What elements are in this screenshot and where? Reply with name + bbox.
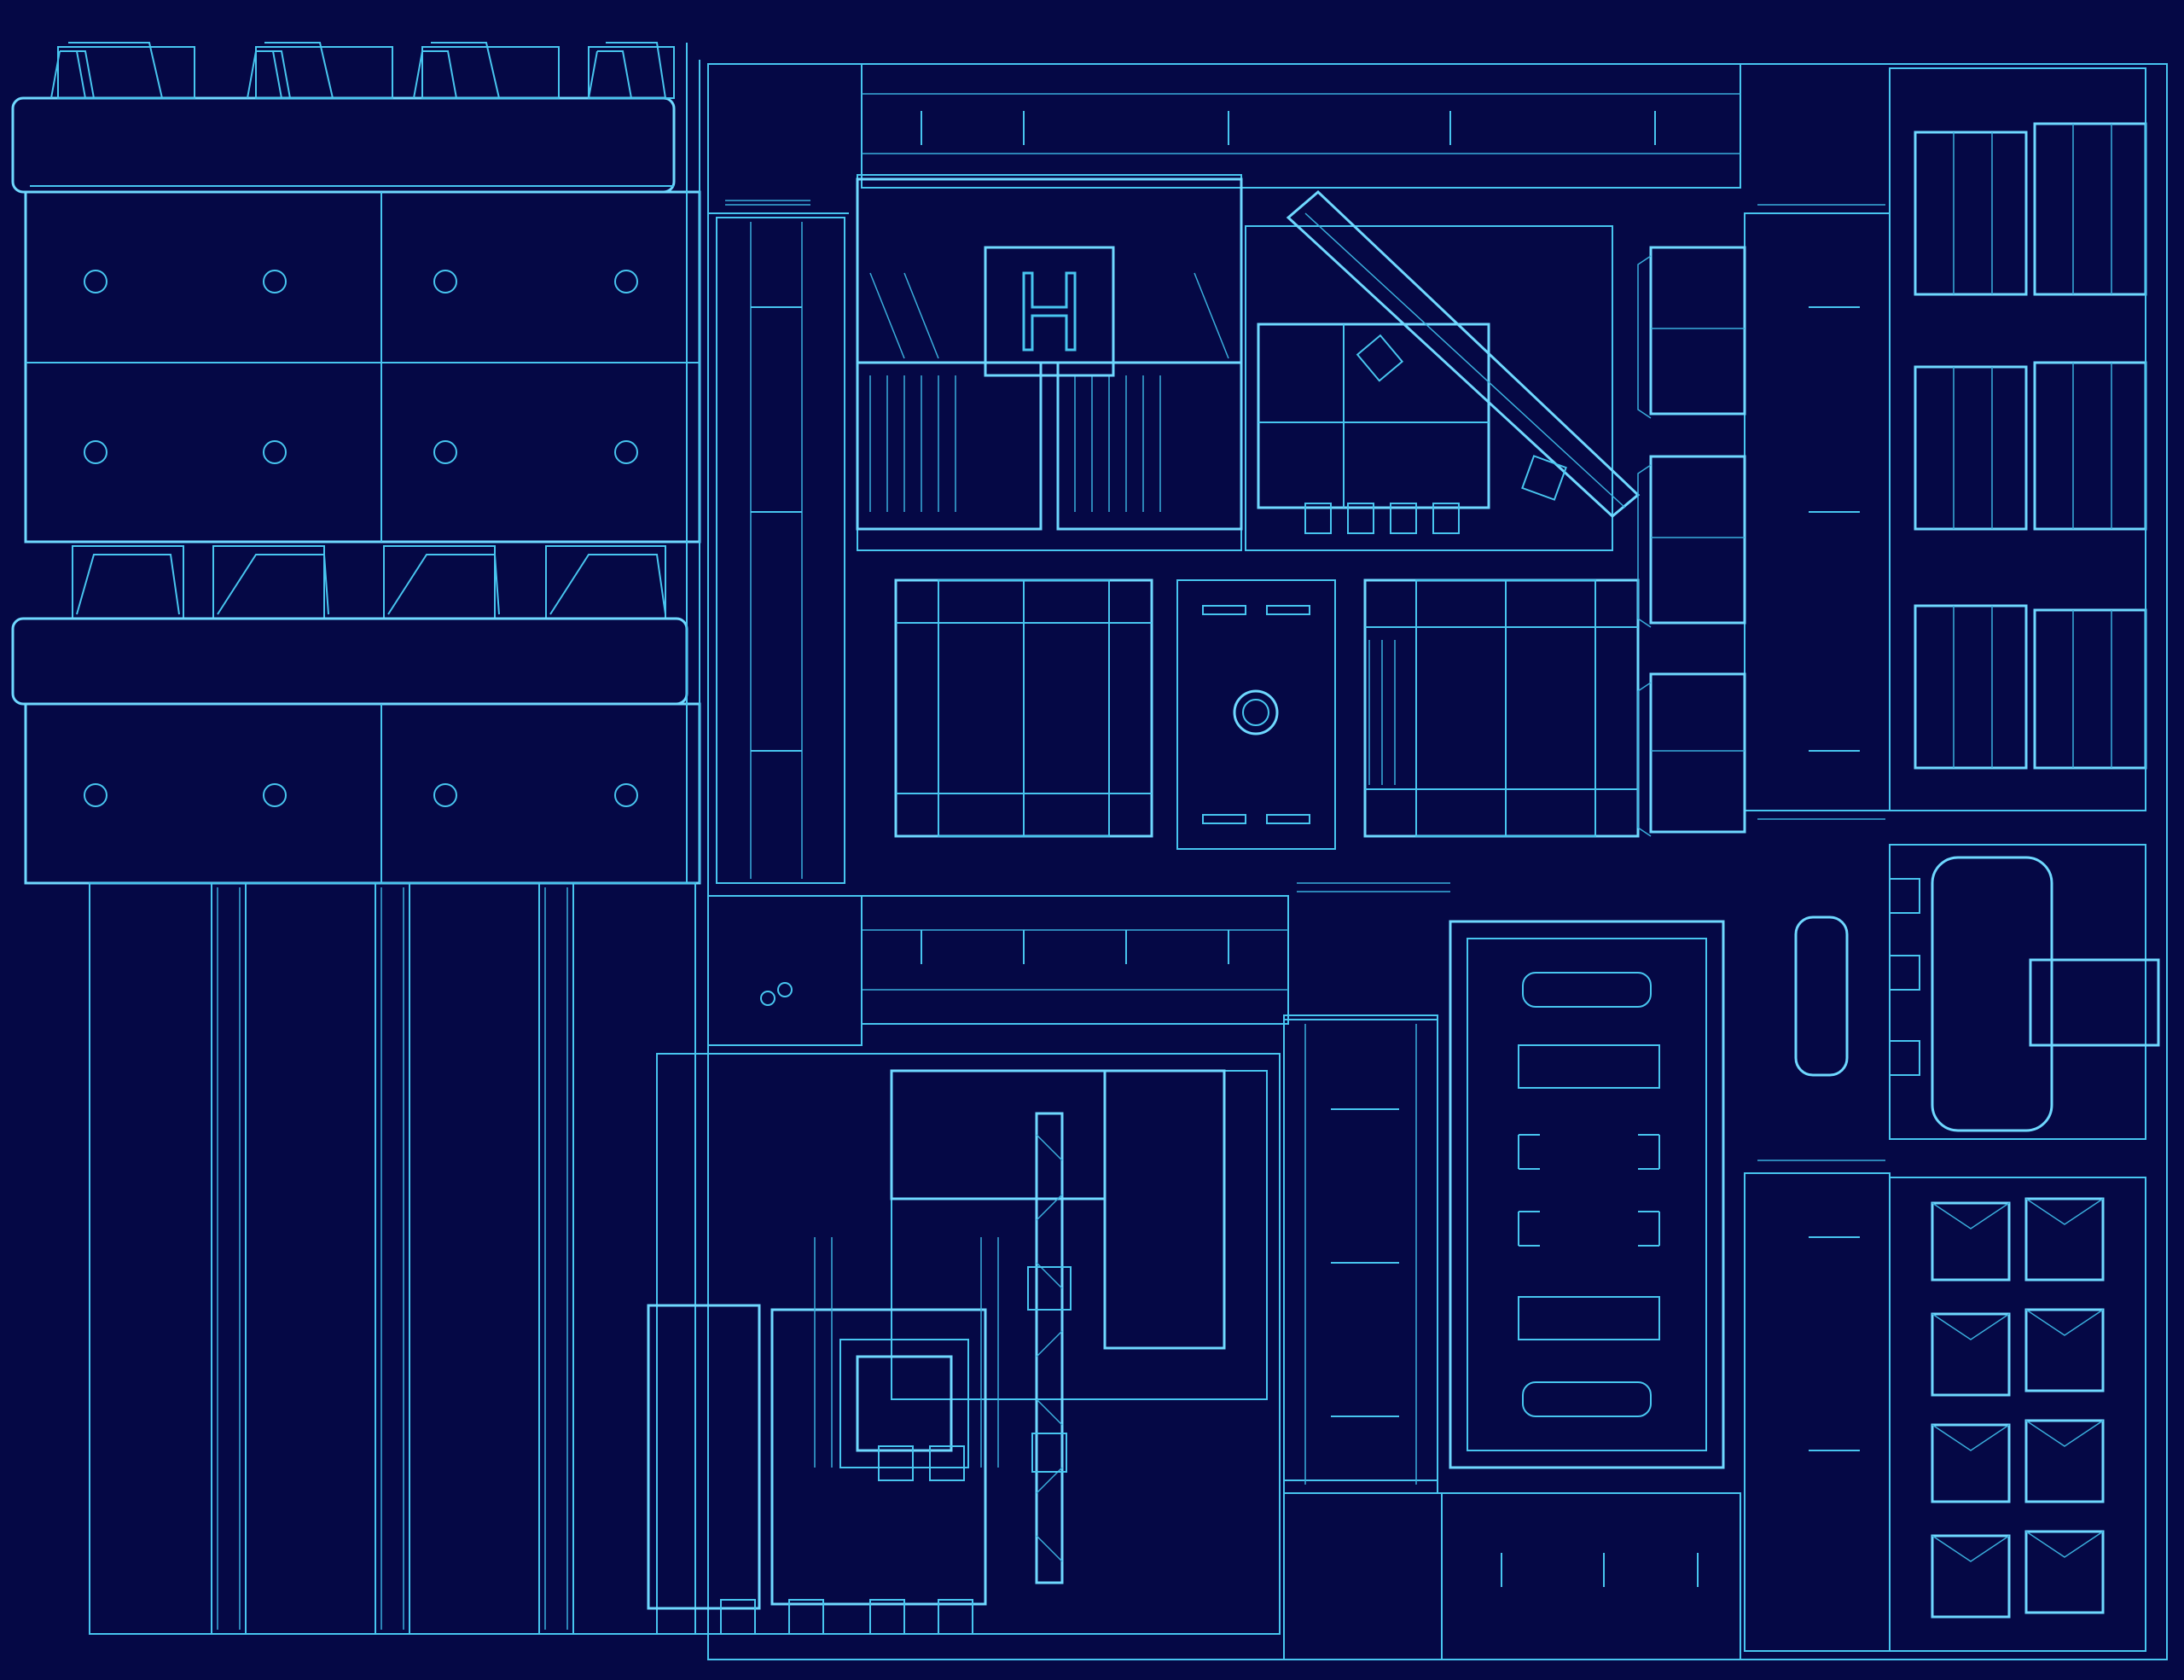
left-building-block xyxy=(11,42,701,1635)
crosswalks xyxy=(725,200,1885,1161)
tower-upper xyxy=(856,177,1243,364)
apartment-block-5 xyxy=(1914,604,2028,770)
east-column-building-3 xyxy=(1649,672,1746,834)
house-4 xyxy=(2024,1308,2105,1392)
house-8 xyxy=(2024,1530,2105,1614)
east-column-buildings xyxy=(1637,246,1746,837)
parking-lot-east xyxy=(1794,844,2160,1140)
crane-south xyxy=(1027,1112,1072,1584)
roof-vents-lower xyxy=(84,783,638,807)
east-apartment-clusters xyxy=(1889,67,2147,811)
parking-kiosk xyxy=(2029,958,2160,1047)
square-buildings-row xyxy=(894,578,1640,850)
construction-site-south xyxy=(647,1053,1281,1635)
helipad-building xyxy=(856,174,1243,551)
road-segment-west xyxy=(716,217,845,884)
plaza xyxy=(1176,579,1336,850)
roof-vents-upper xyxy=(84,270,638,464)
middle-stair-group xyxy=(72,545,666,619)
lower-roads xyxy=(707,895,1443,1660)
apartment-block-1 xyxy=(1914,131,2028,296)
house-3 xyxy=(1931,1312,2011,1397)
house-2 xyxy=(2024,1197,2105,1282)
road-segment-north xyxy=(861,63,1741,189)
top-stair-group xyxy=(50,42,675,99)
helipad-letter xyxy=(1022,271,1077,352)
pallet-stacks-south xyxy=(720,1445,973,1635)
street-lamps xyxy=(751,111,1860,1587)
field-outer xyxy=(1449,920,1725,1469)
east-houses xyxy=(1889,1177,2146,1652)
site-lot-north xyxy=(1245,225,1613,551)
apartment-block-3 xyxy=(1914,365,2028,531)
crane-jib-south xyxy=(1035,1112,1064,1584)
parking-rounded-area xyxy=(1931,856,2053,1132)
helipad xyxy=(984,246,1115,377)
house-1 xyxy=(1931,1201,2011,1282)
house-5 xyxy=(1931,1423,2011,1503)
east-column-building-1 xyxy=(1649,246,1746,416)
pallet-stacks-north xyxy=(1304,503,1460,534)
site-core xyxy=(856,1355,953,1452)
house-7 xyxy=(1931,1534,2011,1619)
house-6 xyxy=(2024,1419,2105,1503)
field-fixtures xyxy=(1518,972,1660,1417)
long-field-building xyxy=(1449,920,1725,1469)
parking-pod xyxy=(1794,916,1849,1077)
rail-tracks xyxy=(211,882,574,1635)
east-column-building-2 xyxy=(1649,455,1746,625)
